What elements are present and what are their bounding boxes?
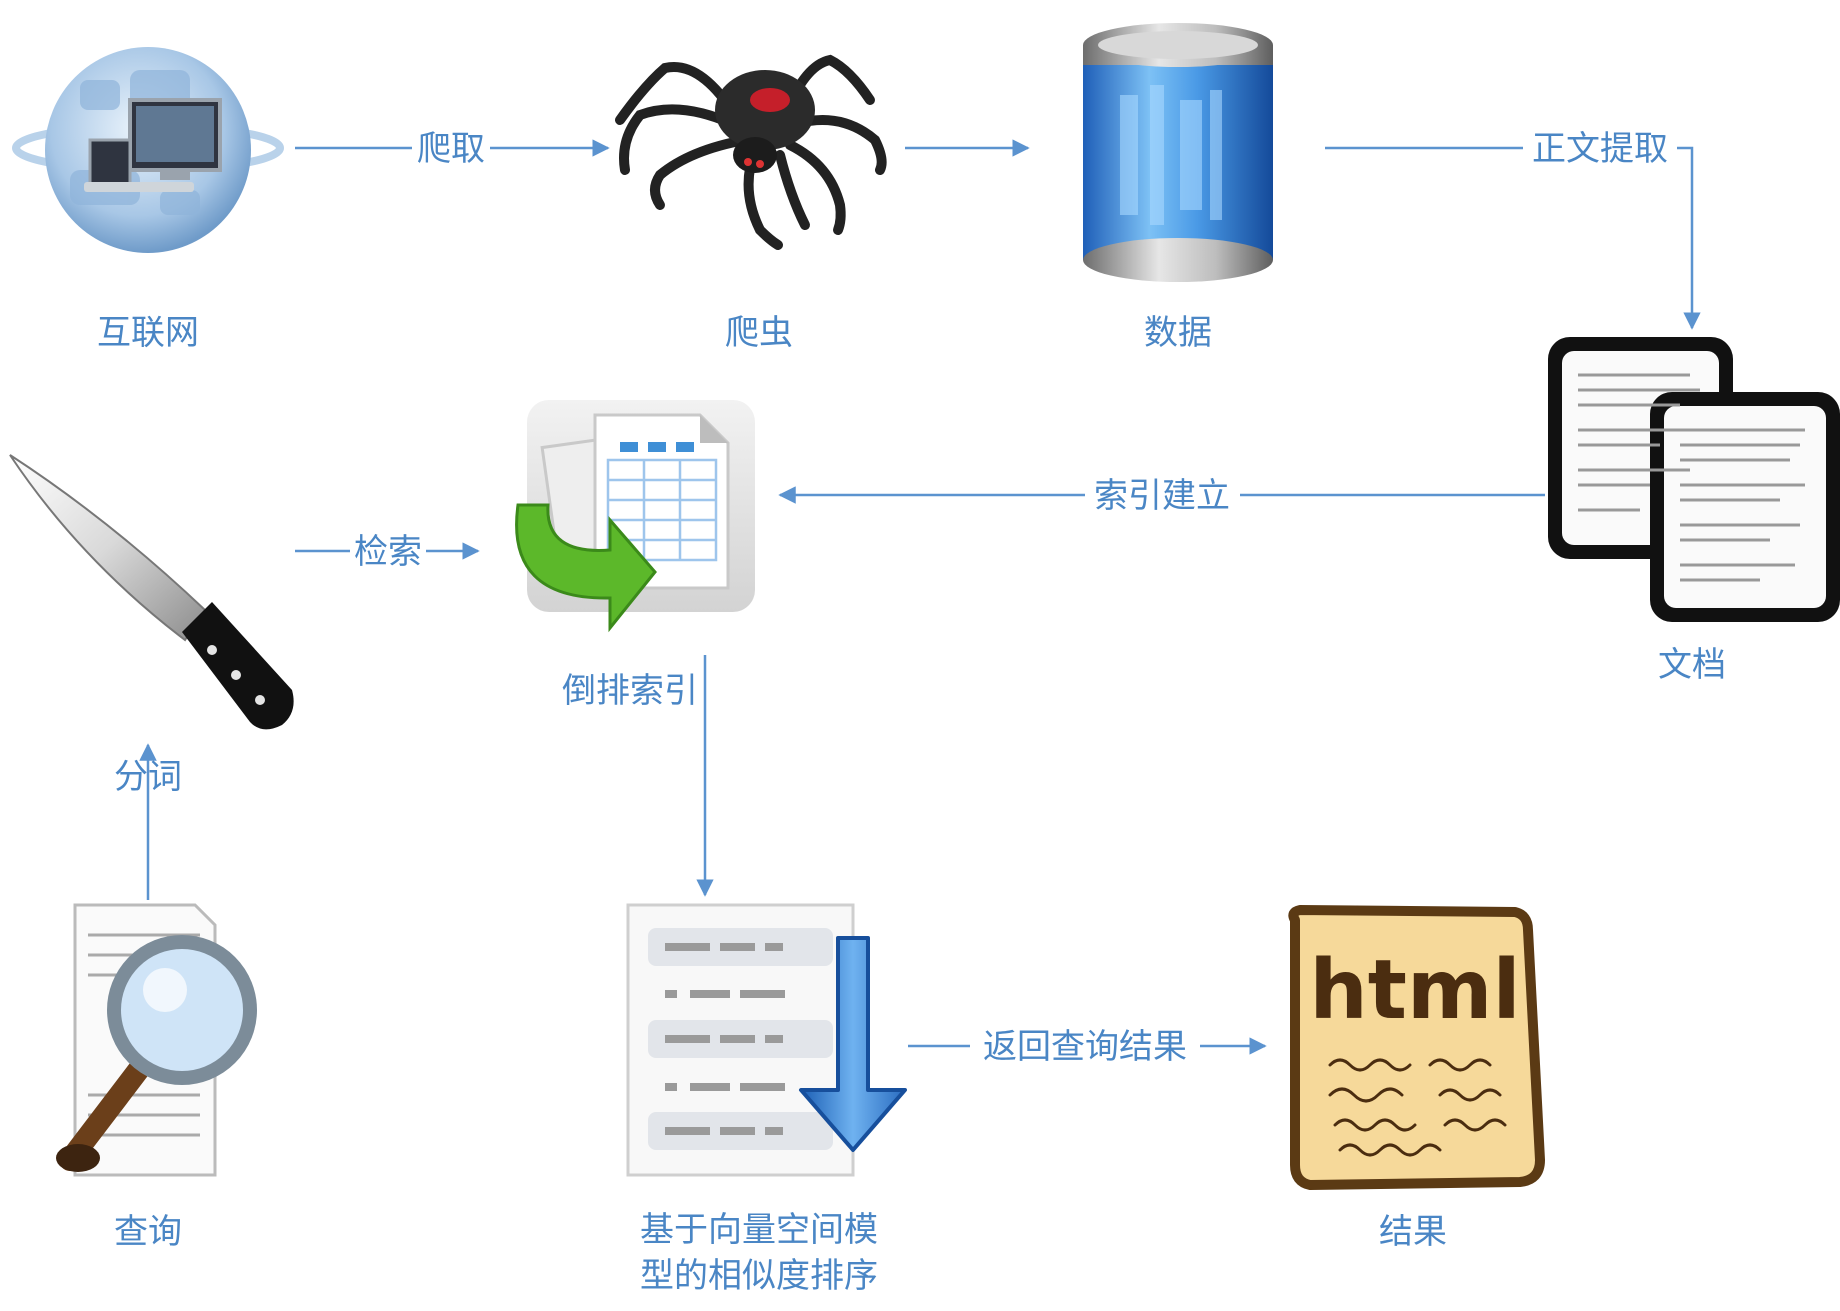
edges: 爬取 正文提取 索引建立 检索 返回查询结果 — [139, 129, 1701, 1067]
label-data: 数据 — [1144, 313, 1212, 353]
label-tokenize: 分词 — [114, 757, 182, 797]
documents-icon — [1548, 337, 1840, 622]
label-internet: 互联网 — [97, 313, 199, 353]
label-query: 查询 — [114, 1212, 182, 1252]
table-sheet-arrow-icon — [515, 400, 755, 633]
edge-label-retrieve: 检索 — [354, 532, 422, 572]
sorted-list-icon — [626, 903, 907, 1177]
database-cylinder-icon — [1083, 23, 1273, 282]
label-inverted-index: 倒排索引 — [562, 671, 698, 711]
knife-icon — [9, 454, 294, 730]
edge-label-crawl: 爬取 — [417, 129, 485, 169]
edge-label-return: 返回查询结果 — [983, 1027, 1187, 1067]
spider-icon — [615, 54, 887, 250]
globe-computers-icon — [12, 47, 284, 253]
node-labels: 互联网 爬虫 数据 文档 倒排索引 分词 查询 基于向量空间模 型的相似度排序 … — [97, 313, 1726, 1296]
magnifier-document-icon — [56, 903, 257, 1177]
label-result: 结果 — [1379, 1212, 1447, 1252]
edge-label-extract: 正文提取 — [1532, 129, 1668, 169]
label-ranking-line2: 型的相似度排序 — [640, 1256, 878, 1296]
label-ranking-line1: 基于向量空间模 — [640, 1210, 878, 1250]
html-note-icon: html — [1288, 905, 1545, 1190]
edge-extract-tail — [1677, 146, 1701, 330]
html-icon-label: html — [1309, 943, 1520, 1038]
edge-label-build-index: 索引建立 — [1094, 476, 1230, 516]
label-crawler: 爬虫 — [725, 313, 793, 353]
label-documents: 文档 — [1658, 645, 1726, 685]
